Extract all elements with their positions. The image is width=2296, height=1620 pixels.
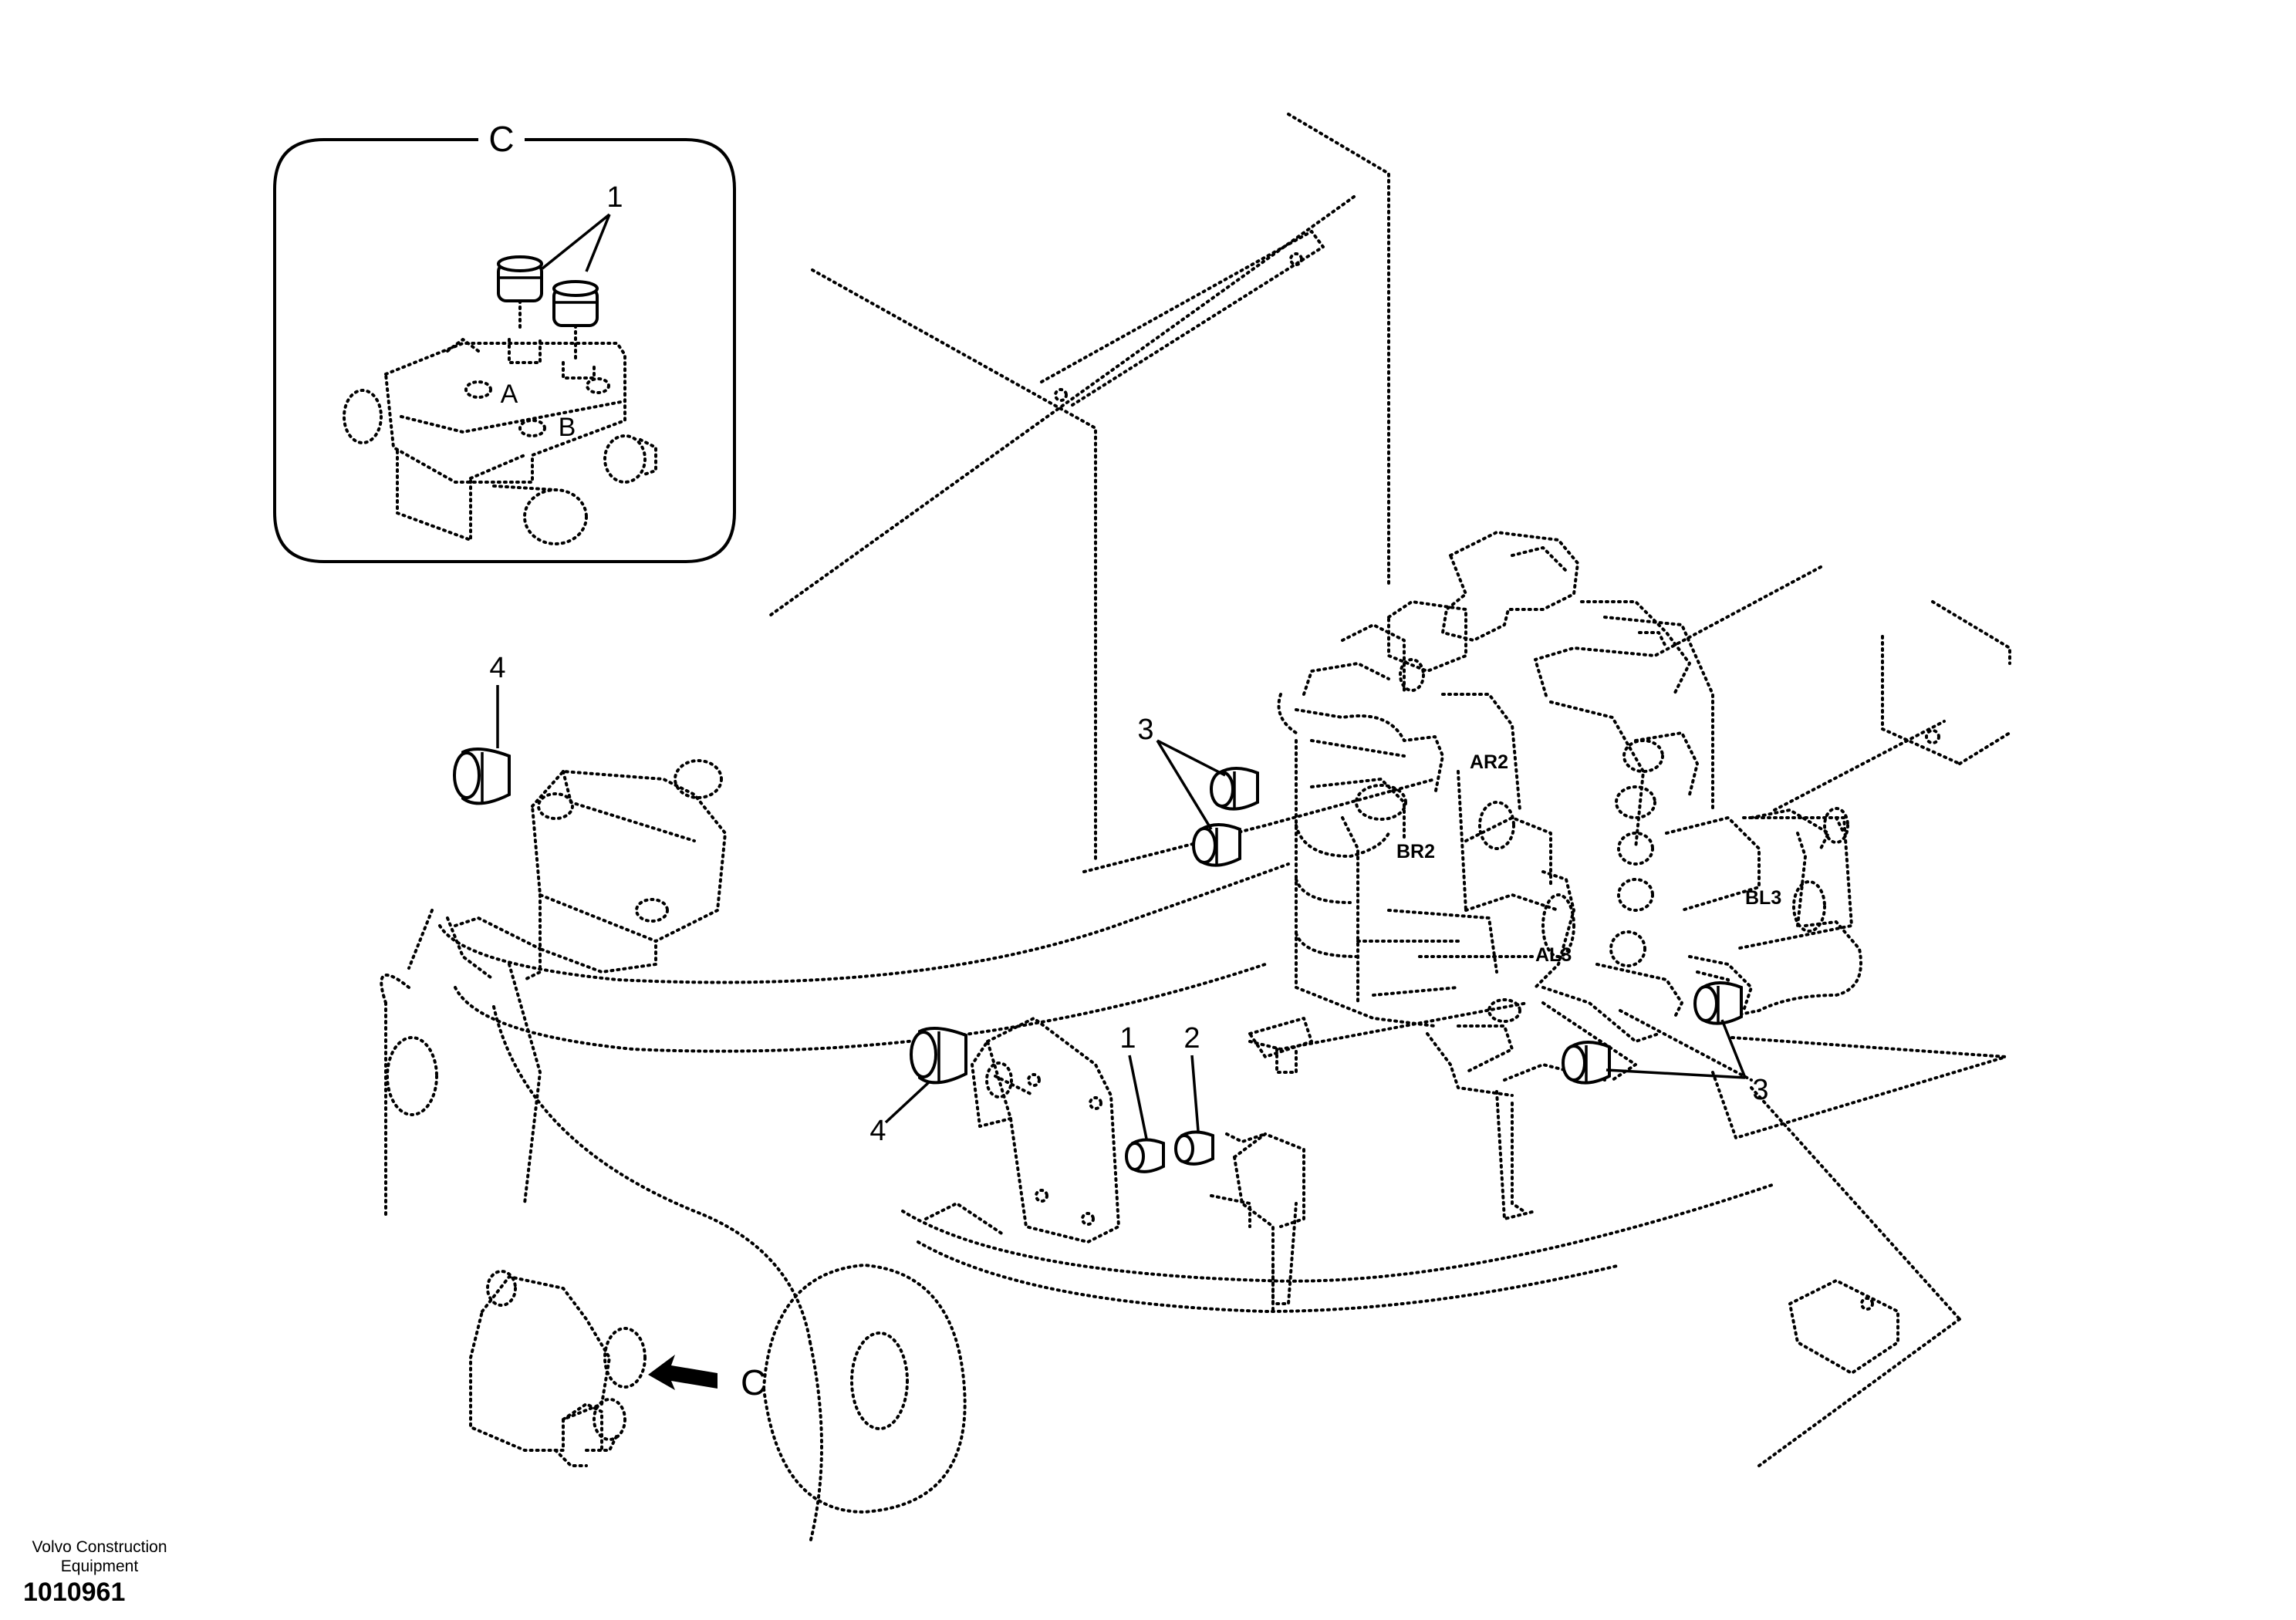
- port-label-bl3: BL3: [1745, 887, 1781, 909]
- plug-icon: [453, 748, 511, 805]
- solenoid-valve-upper: [454, 759, 727, 981]
- detail-c-label-gap: [478, 123, 525, 157]
- callout-4-bottom: 4: [869, 1115, 886, 1147]
- company-line-1: Volvo Construction: [32, 1538, 167, 1556]
- mount-hole: [386, 1036, 438, 1116]
- view-c-label: C: [741, 1362, 766, 1402]
- detail-c-inset: C 1: [273, 119, 736, 563]
- mount-hole: [850, 1331, 909, 1430]
- port-a-label: A: [501, 380, 518, 409]
- solenoid-valve-detail: [343, 338, 657, 545]
- callout-3-right: 3: [1752, 1074, 1768, 1106]
- detail-callout-1: 1: [606, 181, 623, 214]
- plug-icon: [1210, 767, 1259, 811]
- leader-line: [1156, 739, 1226, 777]
- port-b-label: B: [559, 413, 576, 442]
- hose-routing: [380, 862, 1776, 1544]
- leader-line: [1606, 1068, 1746, 1079]
- plug-icon: [910, 1027, 967, 1085]
- plug-icon: [1192, 823, 1241, 867]
- solenoid-valve-lower: [469, 1270, 647, 1467]
- plug-icon: [1174, 1130, 1214, 1166]
- plug-icon: [1562, 1041, 1611, 1085]
- view-arrow-icon: [648, 1355, 718, 1390]
- company-name: Volvo Construction Equipment: [14, 1537, 185, 1576]
- machine-frame-outline: [766, 113, 2011, 1467]
- drawing-number: 1010961: [23, 1578, 126, 1607]
- callout-1: 1: [1119, 1022, 1136, 1055]
- company-line-2: Equipment: [60, 1558, 139, 1575]
- callout-3-left: 3: [1137, 714, 1153, 746]
- pressure-switch-bracket: [971, 1017, 1305, 1305]
- leader-line: [1720, 1019, 1747, 1078]
- port-label-ar2: AR2: [1470, 751, 1508, 773]
- callout-4-top: 4: [489, 652, 505, 684]
- port-label-br2: BR2: [1396, 841, 1435, 862]
- port-label-al3: AL3: [1535, 944, 1572, 966]
- detail-c-label: C: [488, 119, 514, 159]
- mount-boss: [762, 1264, 967, 1514]
- plug-icon: [497, 255, 543, 302]
- leader-line: [1128, 1055, 1148, 1139]
- callout-2: 2: [1183, 1022, 1200, 1055]
- leader-line: [585, 214, 611, 272]
- plug-icon: [1125, 1138, 1165, 1173]
- leader-line: [1190, 1055, 1200, 1132]
- leader-line: [1156, 740, 1213, 830]
- leader-line: [884, 1080, 931, 1124]
- detail-c-frame: [273, 138, 736, 563]
- plug-icon: [552, 280, 599, 327]
- leader-line: [541, 213, 611, 270]
- main-control-valve: [1248, 531, 1862, 1213]
- plug-icon: [1693, 981, 1743, 1025]
